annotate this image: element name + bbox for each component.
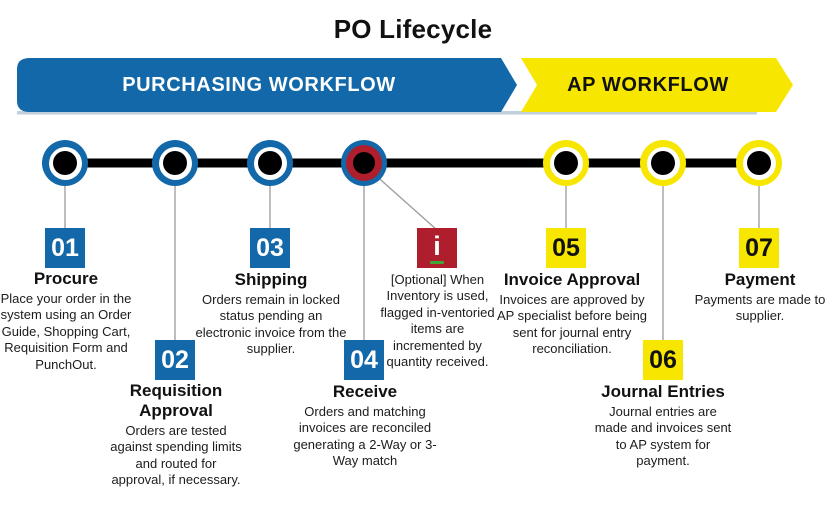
step-title: Requisition Approval: [129, 381, 223, 421]
step-description: Orders remain in locked status pending a…: [195, 292, 347, 357]
node-core: [353, 152, 375, 174]
timeline-node-step3: [247, 140, 293, 186]
step2-text: Requisition Approval Orders are tested a…: [109, 381, 243, 489]
node-core: [258, 151, 282, 175]
step7-text: Payment Payments are made to supplier.: [684, 270, 826, 325]
purchasing-arrow-shape: [17, 58, 517, 112]
node-ring: [48, 146, 82, 180]
step1-text: Procure Place your order in the system u…: [0, 269, 132, 373]
badge-number: 04: [350, 345, 378, 374]
step-title: Journal Entries: [601, 382, 725, 401]
step-title: Shipping: [234, 270, 308, 289]
node-core: [163, 151, 187, 175]
badge-step6: 06: [643, 340, 683, 380]
badge-step4: 04: [344, 340, 384, 380]
badge-step2: 02: [155, 340, 195, 380]
page-title: PO Lifecycle: [333, 14, 493, 44]
badge-number: 05: [552, 233, 580, 262]
node-ring: [549, 146, 583, 180]
step-title: Invoice Approval: [503, 270, 641, 289]
node-ring: [253, 146, 287, 180]
step-description: Invoices are approved by AP specialist b…: [496, 292, 648, 357]
step-description: Orders are tested against spending limit…: [110, 423, 242, 488]
timeline-node-step1: [42, 140, 88, 186]
node-core: [747, 151, 771, 175]
badge-number: 06: [649, 345, 677, 374]
step-title: Payment: [724, 270, 796, 289]
optional-inventory-text: [Optional] When Inventory is used, flagg…: [378, 272, 497, 370]
badge-number: 02: [161, 345, 189, 374]
timeline-node-step5: [543, 140, 589, 186]
step5-text: Invoice Approval Invoices are approved b…: [494, 270, 650, 358]
timeline-node-step6: [640, 140, 686, 186]
badge-number: 07: [745, 233, 773, 262]
node-core: [53, 151, 77, 175]
step-description: [Optional] When Inventory is used, flagg…: [380, 272, 495, 369]
banner-shadow: [17, 111, 757, 115]
badge-step3: 03: [250, 228, 290, 268]
badge-number: 03: [256, 233, 284, 262]
step-description: Journal entries are made and invoices se…: [594, 404, 732, 469]
timeline-node-step7: [736, 140, 782, 186]
node-ring: [646, 146, 680, 180]
ap-arrow-shape: [521, 58, 793, 112]
node-ring: [158, 146, 192, 180]
badge-step1: 01: [45, 228, 85, 268]
step-title: Procure: [33, 269, 99, 288]
green-underline-icon: [430, 260, 444, 264]
step6-text: Journal Entries Journal entries are made…: [592, 382, 734, 470]
badge-step7: 07: [739, 228, 779, 268]
badge-step5: 05: [546, 228, 586, 268]
badge-number: 01: [51, 233, 79, 262]
node-core: [554, 151, 578, 175]
step3-text: Shipping Orders remain in locked status …: [195, 270, 347, 358]
step-title: Receive: [332, 382, 398, 401]
step-description: Payments are made to supplier.: [694, 292, 826, 324]
purchasing-workflow-label: PURCHASING WORKFLOW: [122, 73, 396, 96]
timeline-node-step2: [152, 140, 198, 186]
timeline-node-step4-flagged: [341, 140, 387, 186]
step-description: Orders and matching invoices are reconci…: [293, 404, 437, 469]
ap-workflow-label: AP WORKFLOW: [567, 73, 729, 96]
step-description: Place your order in the system using an …: [0, 291, 132, 372]
step4-text: Receive Orders and matching invoices are…: [290, 382, 440, 470]
node-ring: [742, 146, 776, 180]
badge-info-optional: i: [417, 228, 457, 268]
node-ring-red: [346, 145, 382, 181]
node-core: [651, 151, 675, 175]
info-icon: i: [433, 230, 441, 261]
